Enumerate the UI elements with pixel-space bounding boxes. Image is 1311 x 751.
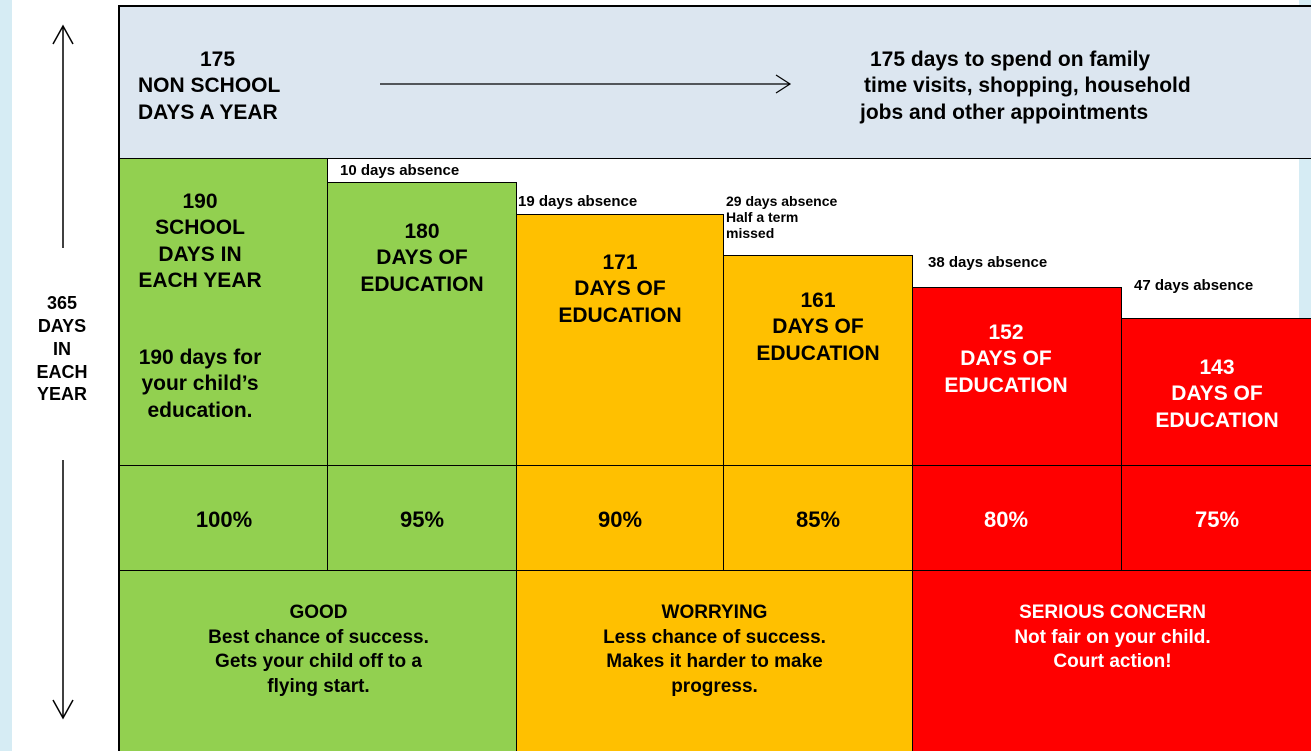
school-days-note: 190 days for your child’s education. <box>138 346 262 422</box>
non-school-days-label: 175 NON SCHOOL DAYS A YEAR <box>138 48 281 124</box>
column-100-days: 190 SCHOOL DAYS IN EACH YEAR 190 days fo… <box>118 158 328 466</box>
percent-cell-100: 100% <box>118 465 328 571</box>
absence-label-29: 29 days absence Half a term missed <box>726 193 838 242</box>
non-school-days-band: 175 NON SCHOOL DAYS A YEAR 175 days to s… <box>118 5 1311 159</box>
days-of-education-143: 143 DAYS OF EDUCATION <box>1155 356 1279 432</box>
percent-cell-80: 80% <box>912 465 1122 571</box>
absence-label-10: 10 days absence <box>340 162 460 179</box>
absence-label-38: 38 days absence <box>928 254 1048 271</box>
verdict-worrying: WORRYING Less chance of success. Makes i… <box>516 570 913 751</box>
absence-label-19: 19 days absence <box>518 193 638 210</box>
non-school-days-description: 175 days to spend on family time visits,… <box>860 48 1191 124</box>
axis-label: 365 DAYS IN EACH YEAR <box>36 293 88 405</box>
vertical-arrow <box>52 24 74 720</box>
verdict-good: GOOD Best chance of success. Gets your c… <box>118 570 517 751</box>
absence-label-47: 47 days absence <box>1134 277 1254 294</box>
days-of-education-171: 171 DAYS OF EDUCATION <box>558 251 682 327</box>
percent-cell-90: 90% <box>516 465 724 571</box>
percent-cell-75: 75% <box>1121 465 1311 571</box>
days-of-education-152: 152 DAYS OF EDUCATION <box>944 321 1068 397</box>
days-of-education-161: 161 DAYS OF EDUCATION <box>756 289 880 365</box>
verdict-serious-concern: SERIOUS CONCERN Not fair on your child. … <box>912 570 1311 751</box>
column-80-days: 152 DAYS OF EDUCATION <box>912 287 1122 466</box>
percent-cell-95: 95% <box>327 465 517 571</box>
background-strip-left <box>0 0 12 751</box>
column-95-days: 180 DAYS OF EDUCATION <box>327 182 517 466</box>
school-days-label: 190 SCHOOL DAYS IN EACH YEAR <box>138 190 262 292</box>
column-75-days: 143 DAYS OF EDUCATION <box>1121 318 1311 466</box>
column-90-days: 171 DAYS OF EDUCATION <box>516 214 724 466</box>
days-of-education-180: 180 DAYS OF EDUCATION <box>360 220 484 296</box>
right-arrow <box>380 74 792 94</box>
column-85-days: 161 DAYS OF EDUCATION <box>723 255 913 466</box>
percent-cell-85: 85% <box>723 465 913 571</box>
